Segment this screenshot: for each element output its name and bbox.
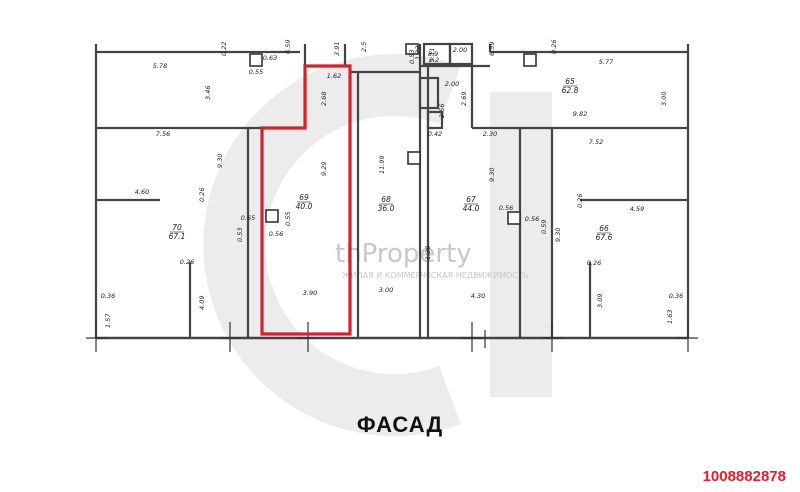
room-labels: 69 40.0 68 36.0 67 44.0 66 67.6 70 67.1 …: [169, 77, 613, 242]
room-number: 65: [565, 77, 575, 86]
dimension-label: 1.11: [428, 48, 436, 62]
walls: [94, 42, 690, 340]
dimension-label: 2.5: [360, 42, 368, 52]
room-66-label: 66 67.6: [596, 224, 613, 242]
watermark-logo-arc: [203, 54, 461, 436]
dimension-label: 0.65: [241, 214, 255, 222]
dimension-label: 0.26: [576, 194, 584, 208]
dimension-label: 1.63: [666, 310, 674, 324]
dimension-label: 0.26: [587, 259, 601, 267]
dimension-label: 2.00: [453, 46, 467, 54]
dimension-label: 2.30: [483, 130, 497, 138]
dimension-label: 2.00: [445, 80, 459, 88]
room-number: 66: [599, 224, 609, 233]
dimension-label: 11.99: [378, 155, 386, 174]
dimension-label: 9.30: [488, 168, 496, 182]
room-area: 62.8: [562, 86, 579, 95]
dimension-label: 0.56: [499, 204, 513, 212]
room-70-label: 70 67.1: [169, 223, 186, 241]
dimension-label: 3.91: [333, 42, 341, 56]
dimension-label: 4.09: [198, 296, 206, 310]
watermark-brand: thProperty: [335, 239, 472, 269]
room-area: 67.6: [596, 233, 613, 242]
dimension-label: 0.26: [550, 40, 558, 54]
dimension-label: 9.82: [573, 110, 587, 118]
room-number: 67: [466, 195, 476, 204]
dimension-label: 3.46: [204, 86, 212, 100]
dimension-label: 0.53: [236, 228, 244, 242]
dimension-label: 9.30: [554, 228, 562, 242]
dimension-label: 2.2: [429, 56, 439, 64]
dimension-label: 7.56: [156, 130, 170, 138]
dimension-label: 6.59: [284, 40, 292, 54]
dimension-label: 0.56: [269, 230, 283, 238]
dimension-label: 6.59: [488, 42, 496, 56]
watermark-tagline: ЖИЛАЯ И КОММЕРЧЕСКАЯ НЕДВИЖИМОСТЬ: [342, 271, 528, 280]
dimension-label: 7.52: [589, 138, 603, 146]
room-67-label: 67 44.0: [463, 195, 480, 213]
room-area: 67.1: [169, 232, 186, 241]
dimension-label: 0.22: [220, 42, 228, 56]
facade-caption: ФАСАД: [356, 412, 444, 437]
dimension-label: 9.29: [320, 162, 328, 176]
dimension-label: 0.55: [284, 212, 292, 226]
dimension-label: 0.36: [669, 292, 683, 300]
room-65-label: 65 62.8: [562, 77, 579, 95]
room-number: 68: [381, 195, 391, 204]
selected-unit-outline: [260, 64, 352, 336]
dimension-label: 8.9: [428, 50, 438, 58]
dimension-label: 1.62: [327, 72, 341, 80]
dimension-label: 4.59: [630, 205, 644, 213]
fixtures: [249, 43, 537, 225]
room-69-label: 69 40.0: [296, 193, 313, 211]
room-area: 40.0: [296, 202, 313, 211]
dimension-label: 2.56: [438, 104, 446, 118]
dimension-label: 5.78: [153, 62, 167, 70]
dimension-label: 0.42: [428, 130, 442, 138]
room-area: 36.0: [378, 204, 395, 213]
dimension-label: 2.69: [460, 92, 468, 106]
dimension-label: 5.77: [599, 58, 614, 66]
room-area: 44.0: [463, 204, 480, 213]
dimension-label: 1.22: [414, 46, 422, 60]
room-number: 70: [172, 223, 182, 232]
room-number: 69: [299, 193, 309, 202]
dimension-label: 0.63: [263, 54, 277, 62]
dimension-label: 1.20: [424, 246, 432, 260]
dimension-label: 0.59: [540, 220, 548, 234]
axis-marks: [86, 318, 698, 352]
dimension-label: 0.26: [198, 188, 206, 202]
dimension-label: 0.55: [249, 68, 263, 76]
listing-id: 1008882878: [702, 468, 786, 485]
room-68-label: 68 36.0: [378, 195, 395, 213]
dimension-label: 1.57: [104, 313, 112, 328]
dimension-label: 3.00: [660, 92, 668, 106]
dimension-label: 4.30: [471, 292, 485, 300]
dimension-label: 3.00: [379, 286, 393, 294]
dimension-label: 0.56: [525, 215, 539, 223]
dimension-label: 0.26: [180, 258, 194, 266]
dimension-labels: 5.78 0.22 0.55 0.63 6.59 3.91 2.5 1.22 0…: [101, 40, 683, 328]
watermark: thProperty ЖИЛАЯ И КОММЕРЧЕСКАЯ НЕДВИЖИМ…: [203, 54, 552, 436]
dimension-label: 3.90: [303, 289, 317, 297]
dimension-label: 4.60: [135, 188, 149, 196]
dimension-label: 0.53: [408, 50, 416, 64]
dimension-label: 0.36: [101, 292, 115, 300]
dimension-label: 3.09: [596, 294, 604, 308]
dimension-label: 2.68: [320, 92, 328, 106]
dimension-label: 9.30: [216, 154, 224, 168]
